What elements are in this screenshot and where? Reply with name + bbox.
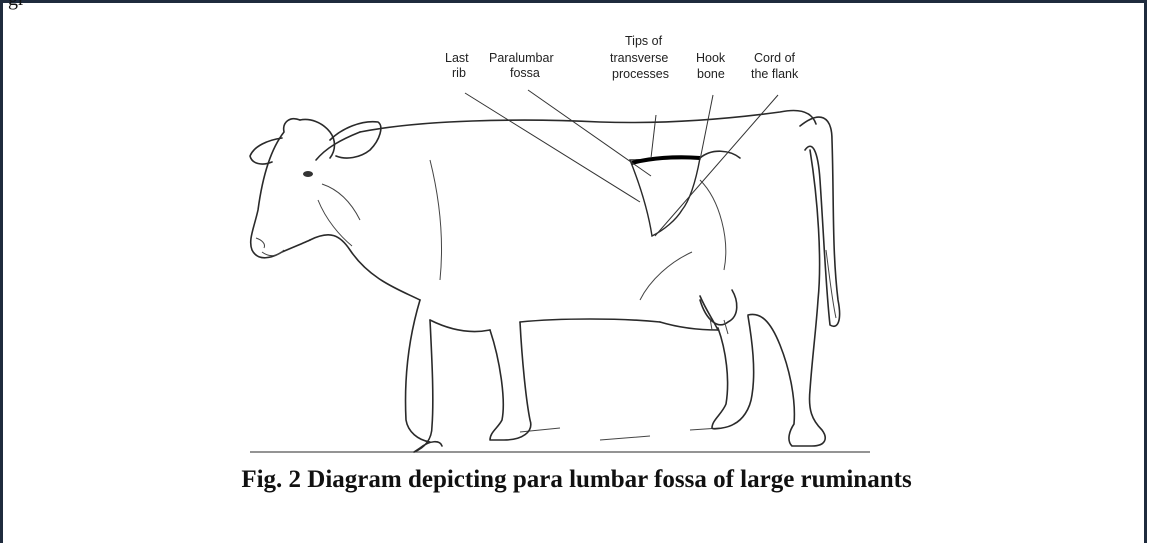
ground-shadow bbox=[520, 428, 720, 440]
label-hook-1: Hook bbox=[696, 51, 726, 65]
label-cord-1: Cord of bbox=[754, 51, 796, 65]
label-paralumbar-2: fossa bbox=[510, 66, 540, 80]
label-last-rib-1: Last bbox=[445, 51, 469, 65]
leader-lines bbox=[465, 90, 778, 236]
label-cord-2: the flank bbox=[751, 67, 799, 81]
diagram-labels: Last rib Paralumbar fossa Tips of transv… bbox=[445, 34, 799, 81]
figure-caption: Fig. 2 Diagram depicting para lumbar fos… bbox=[0, 466, 1153, 494]
cow-outline bbox=[250, 111, 840, 453]
label-tips-1: Tips of bbox=[625, 34, 663, 48]
label-tips-2: transverse bbox=[610, 51, 668, 65]
label-hook-2: bone bbox=[697, 67, 725, 81]
label-paralumbar-1: Paralumbar bbox=[489, 51, 554, 65]
label-tips-3: processes bbox=[612, 67, 669, 81]
label-last-rib-2: rib bbox=[452, 66, 466, 80]
cow-eye bbox=[303, 171, 313, 177]
clipped-header-text: gr bbox=[8, 0, 25, 11]
